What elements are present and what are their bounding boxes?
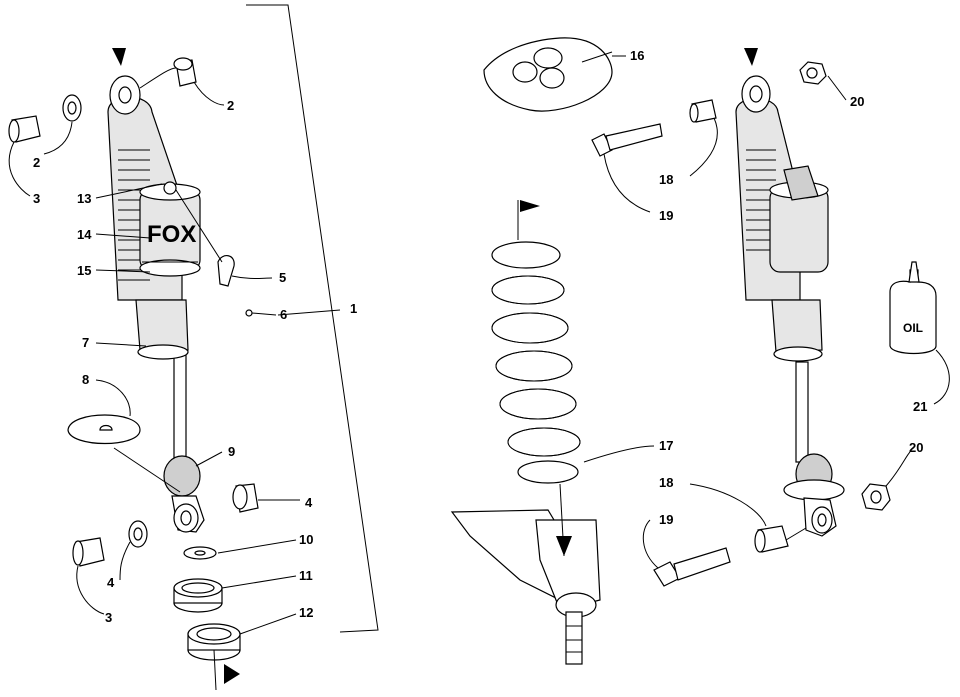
valve-13 — [163, 181, 177, 195]
callout-3a: 3 — [33, 191, 40, 206]
callout-3b: 3 — [105, 610, 112, 625]
bolt-19-bottom — [653, 547, 731, 587]
callout-4a: 4 — [305, 495, 313, 510]
callout-17: 17 — [659, 438, 673, 453]
callout-12: 12 — [299, 605, 313, 620]
callout-labels: 1 2 2 3 3 4 4 5 6 7 8 9 10 11 12 13 14 1… — [33, 48, 927, 625]
callout-15: 15 — [77, 263, 91, 278]
sleeve-18-bottom — [754, 525, 789, 553]
callout-19b: 19 — [659, 512, 673, 527]
bushing-4-right — [232, 483, 259, 513]
bumper-9 — [163, 455, 201, 497]
callout-8: 8 — [82, 372, 89, 387]
oil-bottle-label: OIL — [903, 321, 923, 335]
alignment-arrow-top — [112, 48, 126, 66]
adjuster-knob-5 — [217, 255, 235, 287]
callout-20a: 20 — [850, 94, 864, 109]
reservoir-right — [769, 187, 829, 273]
callout-19a: 19 — [659, 208, 673, 223]
callout-20b: 20 — [909, 440, 923, 455]
callout-2b: 2 — [33, 155, 40, 170]
alignment-arrow-spring — [520, 200, 540, 212]
callout-13: 13 — [77, 191, 91, 206]
callout-10: 10 — [299, 532, 313, 547]
bolt-19-top — [591, 123, 663, 157]
sleeve-18-top — [689, 99, 717, 123]
nut-20-top — [799, 61, 827, 85]
callout-14: 14 — [77, 227, 92, 242]
callout-16: 16 — [630, 48, 644, 63]
callout-18a: 18 — [659, 172, 673, 187]
bushing-2-left — [62, 94, 82, 122]
alignment-arrow-frame — [556, 536, 572, 556]
screw-6 — [245, 309, 253, 317]
oil-bottle-21: OIL — [889, 261, 937, 355]
alignment-arrow-bottom — [224, 664, 240, 684]
bushing-4-left — [128, 520, 148, 548]
callout-6: 6 — [280, 307, 287, 322]
spring-assembly — [450, 37, 613, 665]
coil-spring-17 — [491, 241, 581, 484]
shock-assembly-left: FOX — [8, 4, 379, 691]
leader-lines-left — [8, 67, 341, 635]
callout-7: 7 — [82, 335, 89, 350]
assembly-bracket — [246, 4, 379, 633]
fox-logo: FOX — [147, 221, 196, 248]
shock-assembly-right — [735, 48, 845, 537]
callout-5: 5 — [279, 270, 286, 285]
callout-2a: 2 — [227, 98, 234, 113]
lower-body — [135, 299, 189, 351]
body-cap — [137, 344, 189, 360]
leader-lines-middle — [583, 55, 655, 463]
callout-21: 21 — [913, 399, 927, 414]
alignment-arrow-right — [744, 48, 758, 66]
callout-11: 11 — [299, 568, 313, 583]
sleeve-3-bottom — [72, 537, 105, 567]
sleeve-3-top — [8, 115, 41, 143]
lower-body-right — [771, 299, 823, 353]
shock-rod — [173, 354, 187, 466]
shock-rod-right — [795, 361, 809, 463]
callout-1: 1 — [350, 301, 357, 316]
adjuster-right — [783, 165, 819, 201]
callout-4b: 4 — [107, 575, 115, 590]
frame-a-arm — [450, 509, 601, 665]
nut-20-bottom — [861, 483, 891, 511]
callout-9: 9 — [228, 444, 235, 459]
callout-18b: 18 — [659, 475, 673, 490]
leader-lines-right — [603, 75, 950, 569]
bushing-2-right — [173, 57, 197, 87]
washer-8 — [67, 414, 141, 444]
hardware-right: OIL — [591, 61, 937, 587]
